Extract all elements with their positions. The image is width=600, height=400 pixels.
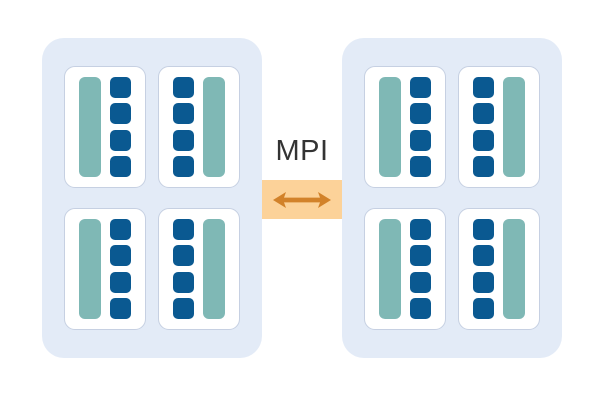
core-block-icon <box>410 271 431 293</box>
core-block-icon <box>110 297 131 319</box>
socket-card-left-top-right <box>158 66 240 188</box>
core-column <box>110 219 131 319</box>
socket-grid-right <box>364 66 540 330</box>
node-panel-right <box>342 38 562 358</box>
core-block-icon <box>410 103 431 125</box>
core-block-icon <box>110 245 131 267</box>
core-block-icon <box>173 129 194 151</box>
core-block-icon <box>473 219 494 240</box>
node-panel-left <box>42 38 262 358</box>
socket-card-right-top-right <box>458 66 540 188</box>
core-block-icon <box>473 245 494 267</box>
core-column <box>410 219 431 319</box>
core-block-icon <box>110 129 131 151</box>
core-block-icon <box>410 297 431 319</box>
core-block-icon <box>110 77 131 98</box>
memory-bar-icon <box>503 77 525 177</box>
socket-card-right-bottom-left <box>364 208 446 330</box>
memory-bar-icon <box>379 219 401 319</box>
core-block-icon <box>173 103 194 125</box>
memory-bar-icon <box>79 219 101 319</box>
core-block-icon <box>473 77 494 98</box>
core-block-icon <box>110 271 131 293</box>
core-block-icon <box>410 155 431 177</box>
core-block-icon <box>173 297 194 319</box>
core-block-icon <box>173 245 194 267</box>
core-block-icon <box>173 77 194 98</box>
core-block-icon <box>473 103 494 125</box>
core-block-icon <box>173 155 194 177</box>
mpi-arrow-box <box>262 180 342 219</box>
core-block-icon <box>473 297 494 319</box>
memory-bar-icon <box>203 77 225 177</box>
core-block-icon <box>110 155 131 177</box>
socket-card-right-bottom-right <box>458 208 540 330</box>
core-block-icon <box>410 219 431 240</box>
socket-grid-left <box>64 66 240 330</box>
core-column <box>473 219 494 319</box>
core-column <box>410 77 431 177</box>
core-block-icon <box>110 103 131 125</box>
mpi-link: MPI <box>262 132 342 219</box>
socket-card-left-bottom-right <box>158 208 240 330</box>
socket-card-left-top-left <box>64 66 146 188</box>
core-column <box>473 77 494 177</box>
core-column <box>173 219 194 319</box>
core-block-icon <box>473 129 494 151</box>
core-block-icon <box>410 129 431 151</box>
core-block-icon <box>173 219 194 240</box>
core-block-icon <box>410 245 431 267</box>
core-column <box>110 77 131 177</box>
core-block-icon <box>110 219 131 240</box>
double-headed-horizontal-arrow-icon <box>271 189 333 211</box>
memory-bar-icon <box>379 77 401 177</box>
core-block-icon <box>473 271 494 293</box>
memory-bar-icon <box>503 219 525 319</box>
memory-bar-icon <box>79 77 101 177</box>
core-block-icon <box>173 271 194 293</box>
memory-bar-icon <box>203 219 225 319</box>
socket-card-right-top-left <box>364 66 446 188</box>
socket-card-left-bottom-left <box>64 208 146 330</box>
core-block-icon <box>473 155 494 177</box>
core-column <box>173 77 194 177</box>
mpi-label: MPI <box>275 135 329 167</box>
core-block-icon <box>410 77 431 98</box>
